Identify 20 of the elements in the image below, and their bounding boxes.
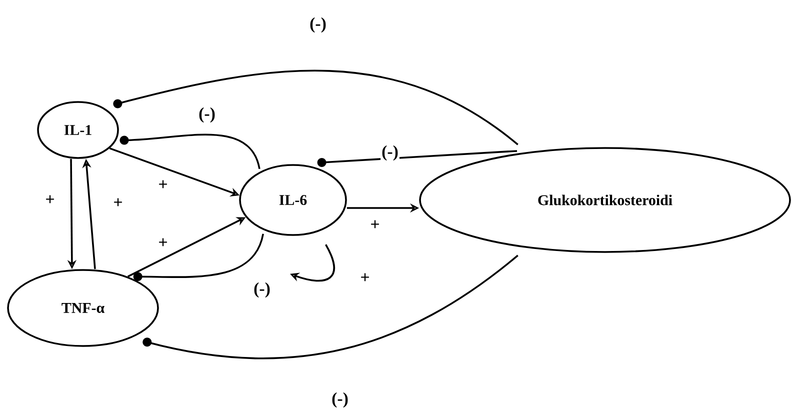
edge-label: (-): [198, 106, 216, 124]
edge-label: (-): [330, 391, 350, 409]
arrow: [317, 150, 518, 167]
edge-label: +: [157, 179, 169, 191]
edge-label: +: [112, 197, 124, 209]
edge-label: (-): [308, 16, 328, 34]
ellipse-node: IL-1: [37, 101, 119, 159]
edge-label: (-): [252, 281, 272, 299]
arrow: [113, 70, 518, 146]
arrow: [133, 234, 264, 282]
ellipse-node: Glukokortikosteroidi: [419, 147, 791, 253]
arrow: [120, 134, 260, 170]
arrow: [142, 254, 518, 360]
ellipse-node: TNF-α: [7, 269, 159, 347]
edge-label: (-): [380, 144, 400, 162]
edge-label: +: [44, 194, 56, 206]
edge-label: +: [359, 272, 371, 284]
edge-label: +: [157, 237, 169, 249]
edge-label: +: [369, 219, 381, 231]
ellipse-node: IL-6: [239, 164, 347, 236]
